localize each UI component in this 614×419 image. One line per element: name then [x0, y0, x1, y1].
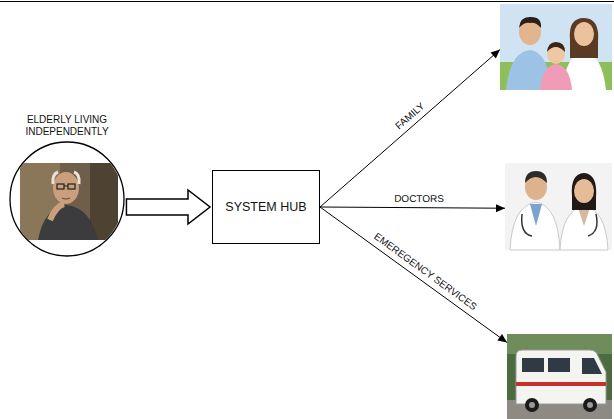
connector-line — [320, 207, 505, 208]
connector — [320, 207, 507, 343]
arrowhead — [497, 334, 507, 343]
connector — [126, 190, 210, 224]
connector-line — [320, 207, 507, 343]
ambulance-photo — [507, 334, 612, 419]
hub-box: SYSTEM HUB — [212, 170, 320, 244]
doctors-image — [505, 163, 612, 250]
connector — [320, 50, 500, 207]
node-heading: ELDERLY LIVING INDEPENDENTLY — [6, 114, 128, 138]
connector — [320, 204, 505, 212]
family-photo — [500, 4, 612, 90]
ambulance-image — [507, 334, 612, 419]
family-image — [500, 4, 612, 90]
edge-label: FAMILY — [392, 99, 428, 133]
arrowhead — [496, 204, 505, 212]
elderly-circle: ELDERLY LIVING INDEPENDENTLY — [6, 114, 128, 258]
doctors-photo — [505, 163, 612, 250]
circle-border — [10, 142, 124, 256]
arrowhead — [491, 50, 500, 59]
elderly-photo — [20, 163, 118, 240]
edge-label: EMEREGENCY SERVICES — [370, 229, 480, 313]
block-arrow — [126, 190, 210, 224]
connector-line — [320, 50, 500, 207]
edge-label: DOCTORS — [392, 192, 446, 203]
node-label: SYSTEM HUB — [225, 200, 306, 214]
top-rule — [0, 1, 614, 2]
